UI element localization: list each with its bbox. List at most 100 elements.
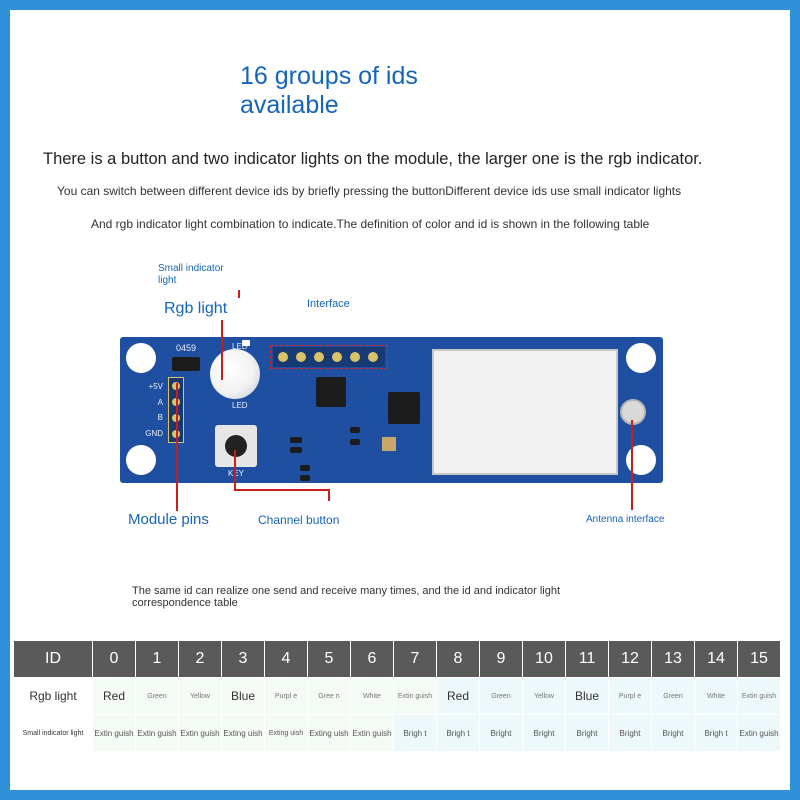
page-title: 16 groups of ids available <box>240 62 418 119</box>
id-cell: 12 <box>608 640 652 678</box>
header-cell: ID <box>13 640 93 678</box>
small-cell: Brigh t <box>436 714 480 752</box>
id-cell: 3 <box>221 640 265 678</box>
intro-line-2: You can switch between different device … <box>57 184 682 198</box>
id-cell: 0 <box>92 640 136 678</box>
small-cell: Bright <box>651 714 695 752</box>
smd-part <box>350 427 360 433</box>
small-cell: Brigh t <box>694 714 738 752</box>
small-cell: Extin guish <box>350 714 394 752</box>
id-cell: 10 <box>522 640 566 678</box>
pin-label: B <box>157 413 163 422</box>
intro-line-3: And rgb indicator light combination to i… <box>91 217 650 231</box>
board-code: 0459 <box>176 343 197 353</box>
product-page: 16 groups of ids available There is a bu… <box>10 10 790 790</box>
intro-line-1: There is a button and two indicator ligh… <box>43 150 703 168</box>
id-cell: 15 <box>737 640 781 678</box>
interface-pad <box>350 352 360 362</box>
diode <box>172 357 200 371</box>
smd-part <box>290 437 302 443</box>
rgb-cell: Gree n <box>307 677 351 715</box>
rgb-cell: Green <box>135 677 179 715</box>
rgb-row-label: Rgb light <box>13 677 93 715</box>
small-row-label: Small indicator light <box>13 714 93 752</box>
small-indicator-row: Small indicator light Extin guish Extin … <box>13 714 781 752</box>
button-cap <box>225 435 247 457</box>
mount-hole <box>626 343 656 373</box>
rgb-cell: Purpl e <box>264 677 308 715</box>
small-cell: Extin guish <box>135 714 179 752</box>
id-cell: 5 <box>307 640 351 678</box>
small-cell: Extin guish <box>178 714 222 752</box>
interface-pad <box>278 352 288 362</box>
interface-pad <box>314 352 324 362</box>
id-color-table: ID 0 1 2 3 4 5 6 7 8 9 10 11 12 13 14 15… <box>13 640 781 752</box>
antenna-connector[interactable] <box>620 399 646 425</box>
interface-pad <box>368 352 378 362</box>
rgb-cell: Yellow <box>522 677 566 715</box>
key-silk: KEY <box>228 469 245 478</box>
small-cell: Bright <box>608 714 652 752</box>
interface-pad <box>332 352 342 362</box>
smd-part <box>350 439 360 445</box>
rgb-cell: Yellow <box>178 677 222 715</box>
small-cell: Extin guish <box>737 714 781 752</box>
mount-hole <box>126 343 156 373</box>
id-cell: 11 <box>565 640 609 678</box>
led-silk-bottom: LED <box>232 401 248 410</box>
small-cell: Exting uish <box>221 714 265 752</box>
small-cell: Exting uish <box>264 714 308 752</box>
small-cell: Extin guish <box>92 714 136 752</box>
module-pins-label: Module pins <box>128 511 209 528</box>
rf-chip <box>388 392 420 424</box>
rgb-led <box>210 349 260 399</box>
interface-pad <box>296 352 306 362</box>
pcb-board: 0459 LED LED +5V A B GND KEY <box>120 337 663 483</box>
callout-line <box>221 320 223 380</box>
smd-part <box>300 475 310 481</box>
rgb-cell: Red <box>92 677 136 715</box>
id-cell: 2 <box>178 640 222 678</box>
id-cell: 1 <box>135 640 179 678</box>
pin-label: A <box>157 397 163 407</box>
pin-label: +5V <box>148 382 163 391</box>
rgb-cell: Red <box>436 677 480 715</box>
shield-can <box>432 349 618 475</box>
small-indicator-label: Small indicator light <box>158 263 224 286</box>
small-cell: Bright <box>522 714 566 752</box>
rgb-cell: Blue <box>565 677 609 715</box>
id-cell: 4 <box>264 640 308 678</box>
antenna-interface-label: Antenna interface <box>586 514 665 525</box>
crystal <box>382 437 396 451</box>
id-note: The same id can realize one send and rec… <box>132 585 561 609</box>
id-cell: 14 <box>694 640 738 678</box>
id-cell: 6 <box>350 640 394 678</box>
pin-label: GND <box>145 428 163 438</box>
callout-line <box>176 383 178 511</box>
led-silk-top: LED <box>232 342 248 351</box>
rgb-cell: Blue <box>221 677 265 715</box>
small-indicator-led <box>242 340 250 346</box>
rgb-cell: Green <box>479 677 523 715</box>
interface-label: Interface <box>307 298 350 310</box>
rgb-cell: Green <box>651 677 695 715</box>
rgb-cell: Extin guish <box>393 677 437 715</box>
rgb-row: Rgb light Red Green Yellow Blue Purpl e … <box>13 677 781 715</box>
callout-line <box>234 489 329 491</box>
rgb-cell: White <box>350 677 394 715</box>
table-header-row: ID 0 1 2 3 4 5 6 7 8 9 10 11 12 13 14 15 <box>13 640 781 678</box>
interface-highlight <box>270 345 388 369</box>
channel-button[interactable] <box>215 425 257 467</box>
rgb-cell: Extin guish <box>737 677 781 715</box>
id-cell: 7 <box>393 640 437 678</box>
mount-hole <box>126 445 156 475</box>
callout-line <box>631 420 633 510</box>
id-cell: 13 <box>651 640 695 678</box>
callout-line <box>328 489 330 501</box>
rgb-light-label: Rgb light <box>164 300 228 317</box>
ic-chip <box>316 377 346 407</box>
callout-line <box>238 290 240 298</box>
id-cell: 8 <box>436 640 480 678</box>
small-cell: Exting uish <box>307 714 351 752</box>
smd-part <box>300 465 310 471</box>
